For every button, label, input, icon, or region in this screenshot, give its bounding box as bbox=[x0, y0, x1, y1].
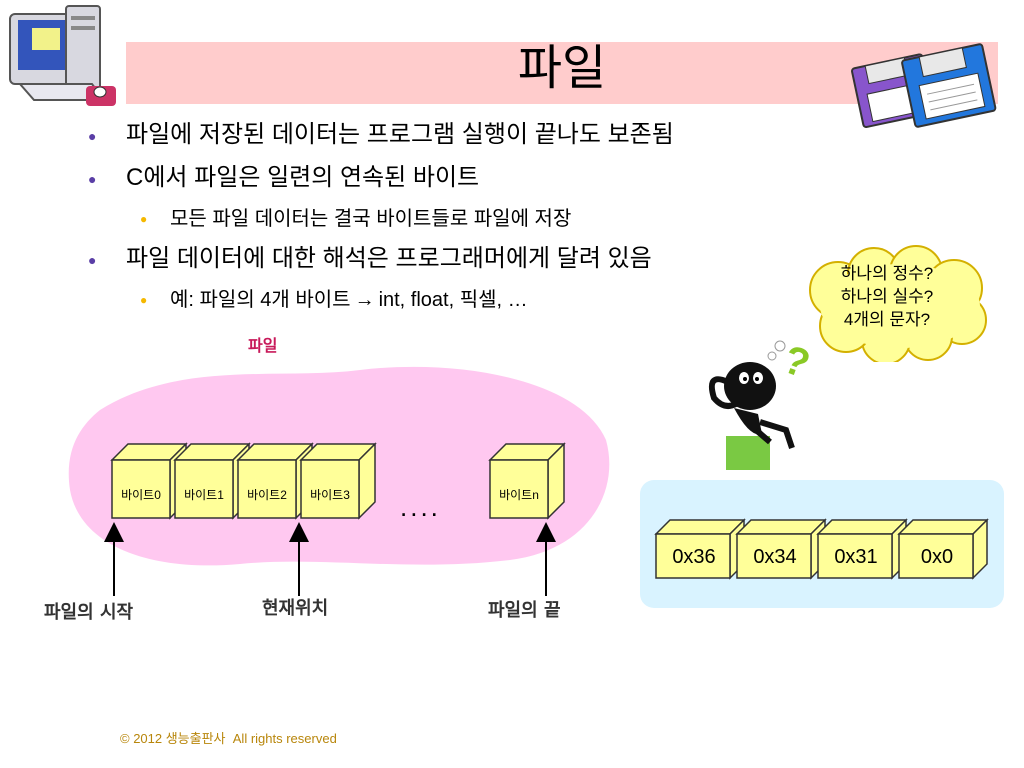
sub-bullet-item: 예: 파일의 4개 바이트→int, float, 픽셀, … bbox=[140, 287, 848, 313]
label-current-position: 현재위치 bbox=[262, 598, 329, 619]
cloud-line: 하나의 실수? bbox=[840, 287, 934, 306]
bullet-list: 파일에 저장된 데이터는 프로그램 실행이 끝나도 보존됨 C에서 파일은 일련… bbox=[88, 120, 848, 325]
file-label: 파일 bbox=[248, 336, 278, 355]
hex-value: 0x34 bbox=[753, 546, 797, 568]
byte-box bbox=[300, 459, 360, 519]
bullet-item: 파일 데이터에 대한 해석은 프로그래머에게 달려 있음 bbox=[88, 244, 848, 275]
byte-box bbox=[174, 459, 234, 519]
byte-box bbox=[817, 533, 893, 579]
byte-box bbox=[898, 533, 974, 579]
label-file-start: 파일의 시작 bbox=[44, 602, 134, 623]
ellipsis: .... bbox=[400, 492, 441, 522]
label-file-end: 파일의 끝 bbox=[488, 600, 561, 621]
hex-value: 0x0 bbox=[920, 546, 954, 568]
bullet-item: 파일에 저장된 데이터는 프로그램 실행이 끝나도 보존됨 bbox=[88, 120, 848, 151]
hex-byte-boxes bbox=[654, 518, 989, 580]
byte-label: 바이트3 bbox=[310, 488, 350, 502]
byte-box bbox=[735, 519, 827, 535]
byte-label: 바이트2 bbox=[247, 488, 287, 502]
byte-box bbox=[655, 533, 731, 579]
sub-bullet-text: int, float, 픽셀, … bbox=[378, 289, 528, 311]
footer: © 2012 생능출판사 All rights reserved bbox=[120, 728, 337, 747]
footer-rights: All rights reserved bbox=[232, 731, 337, 746]
byte-box bbox=[237, 459, 297, 519]
floppy-disk-icon bbox=[851, 43, 997, 128]
byte-label: 바이트1 bbox=[184, 488, 224, 502]
byte-box bbox=[736, 533, 812, 579]
cloud-text: 하나의 정수? 하나의 실수? 4개의 문자? bbox=[812, 262, 962, 331]
arrow-right-icon: → bbox=[354, 289, 375, 311]
hex-value: 0x36 bbox=[672, 546, 716, 568]
hex-value: 0x31 bbox=[834, 546, 878, 568]
byte-box bbox=[897, 519, 989, 535]
bullet-item: C에서 파일은 일련의 연속된 바이트 bbox=[88, 163, 848, 194]
computer-clipart-icon bbox=[9, 5, 116, 106]
byte-box bbox=[489, 459, 549, 519]
byte-box bbox=[111, 459, 171, 519]
byte-boxes bbox=[110, 442, 566, 520]
page-title: 파일 bbox=[517, 42, 607, 95]
footer-copyright: © 2012 생능출판사 bbox=[120, 731, 226, 746]
cloud-line: 하나의 정수? bbox=[840, 264, 934, 283]
thought-cloud bbox=[809, 245, 987, 362]
byte-label: 바이트0 bbox=[121, 488, 161, 502]
byte-box bbox=[654, 519, 746, 535]
thinking-person-icon bbox=[708, 340, 795, 470]
byte-box bbox=[816, 519, 908, 535]
byte-label: 바이트n bbox=[499, 488, 539, 502]
sub-bullet-text: 예: 파일의 4개 바이트 bbox=[170, 289, 351, 311]
cloud-line: 4개의 문자? bbox=[843, 310, 931, 329]
sub-bullet-item: 모든 파일 데이터는 결국 바이트들로 파일에 저장 bbox=[140, 206, 848, 232]
